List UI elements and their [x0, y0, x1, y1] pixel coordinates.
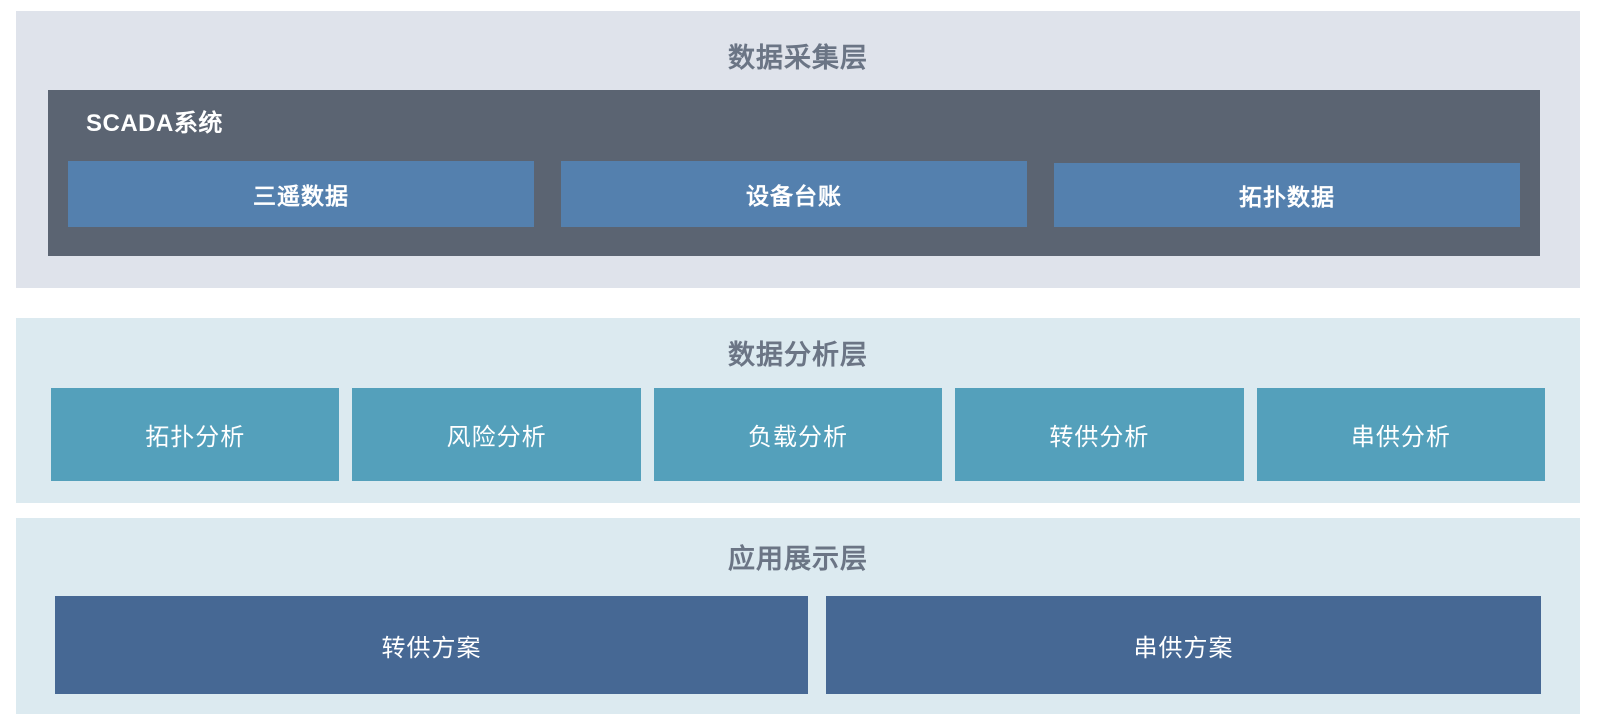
layer-title-data-analysis: 数据分析层	[728, 340, 868, 370]
layer-data-acquisition: 数据采集层 SCADA系统 三遥数据 设备台账 拓扑数据	[16, 11, 1580, 288]
scada-item-sanyao-data[interactable]: 三遥数据	[68, 161, 534, 227]
analysis-item-list: 拓扑分析 风险分析 负载分析 转供分析 串供分析	[51, 388, 1546, 481]
scada-item-equipment-ledger[interactable]: 设备台账	[561, 161, 1027, 227]
layer-application-presentation: 应用展示层 转供方案 串供方案	[16, 518, 1580, 714]
scada-item-topology-data[interactable]: 拓扑数据	[1054, 163, 1520, 227]
application-item-transfer-supply-plan[interactable]: 转供方案	[55, 596, 808, 694]
application-item-series-supply-plan[interactable]: 串供方案	[826, 596, 1541, 694]
scada-item-list: 三遥数据 设备台账 拓扑数据	[68, 161, 1520, 227]
analysis-item-transfer-supply[interactable]: 转供分析	[955, 388, 1244, 481]
scada-system-group: SCADA系统 三遥数据 设备台账 拓扑数据	[48, 90, 1540, 256]
analysis-item-risk[interactable]: 风险分析	[352, 388, 641, 481]
scada-system-label: SCADA系统	[86, 110, 223, 137]
layer-data-analysis: 数据分析层 拓扑分析 风险分析 负载分析 转供分析 串供分析	[16, 318, 1580, 503]
analysis-item-load[interactable]: 负载分析	[653, 388, 943, 481]
layer-title-data-acquisition: 数据采集层	[728, 43, 868, 73]
application-item-list: 转供方案 串供方案	[55, 596, 1541, 694]
layer-title-application-presentation: 应用展示层	[728, 544, 868, 574]
analysis-item-topology[interactable]: 拓扑分析	[51, 388, 340, 481]
analysis-item-series-supply[interactable]: 串供分析	[1256, 388, 1546, 481]
